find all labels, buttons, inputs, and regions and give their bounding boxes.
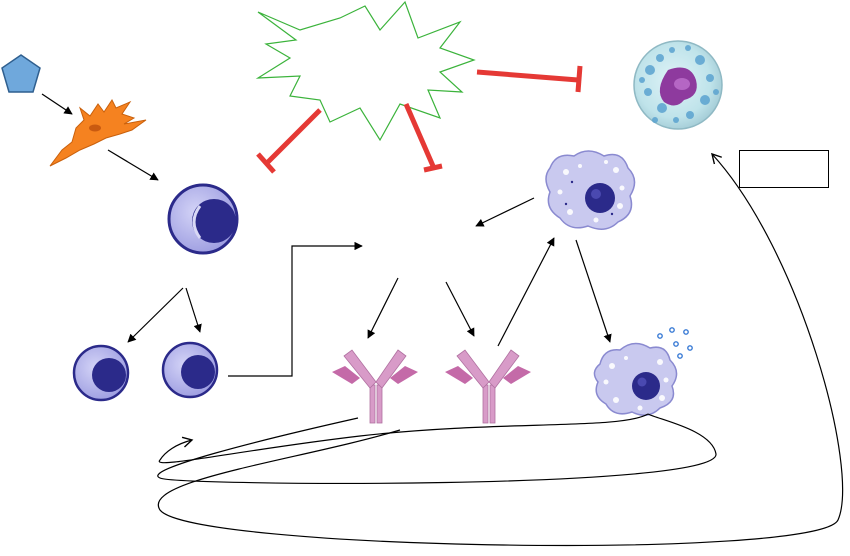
lymphocyte-icon	[167, 183, 239, 255]
inhibition-to-eosinophil	[476, 65, 583, 93]
mast-cell-to-eosinophil-curve	[157, 152, 844, 547]
mast-cell-icon	[593, 327, 693, 416]
antibody-feedback-curve	[157, 413, 717, 485]
antibody-icon	[445, 349, 531, 424]
pathway-arrows	[41, 93, 612, 377]
antibody-feedback-curve-2	[158, 413, 649, 464]
antigen-pentagon-icon	[1, 54, 41, 93]
inhibitor-starburst-icon	[255, 0, 476, 142]
eosinophil-icon	[633, 40, 723, 130]
lymphocyte-icon	[72, 344, 130, 402]
lymphocyte-icon	[161, 341, 219, 399]
legend-box	[739, 150, 829, 188]
inhibition-to-lymphocyte	[256, 108, 322, 174]
dendritic-cell-icon	[49, 99, 147, 167]
antibody-icon	[332, 349, 418, 424]
mast-cell-icon	[545, 150, 636, 230]
inhibition-to-center	[403, 103, 443, 173]
